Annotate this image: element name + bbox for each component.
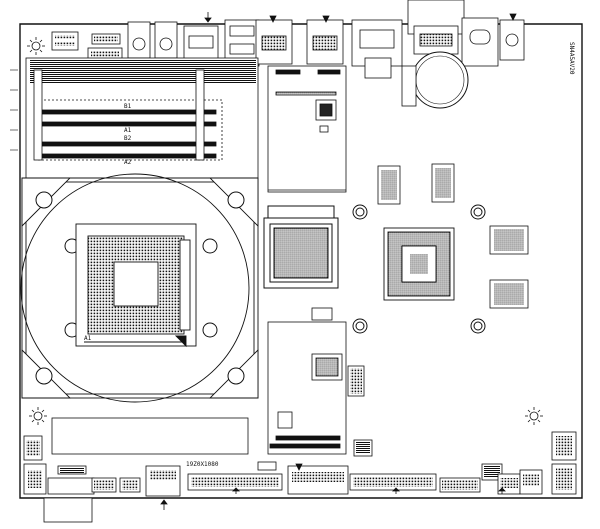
bga-chip	[383, 227, 455, 301]
mounting-hole	[35, 191, 53, 209]
chip-small	[401, 65, 417, 107]
mounting-hole	[202, 238, 218, 254]
usb-header-top	[51, 31, 79, 51]
mounting-hole	[227, 191, 245, 209]
socket-pin-label: A1	[84, 335, 92, 342]
standoff-group	[352, 204, 486, 334]
model-label: SN4A5AV20	[568, 42, 575, 75]
mounting-hole	[227, 367, 245, 385]
dimm-slot	[39, 153, 217, 159]
bottom-connector	[43, 497, 93, 523]
dimm-slot	[39, 121, 217, 127]
mini-pcie-upper	[267, 65, 347, 193]
mounting-hole-group	[35, 191, 245, 385]
cpu-socket	[75, 223, 197, 348]
pch-chip	[263, 205, 339, 289]
dimm-label: B2	[124, 135, 132, 142]
cmos-battery	[411, 51, 469, 109]
edge-ticks	[10, 69, 18, 151]
mounting-hole	[202, 322, 218, 338]
memory-chip-group	[377, 163, 529, 309]
dimm-label: A2	[124, 159, 132, 166]
mounting-hole	[35, 367, 53, 385]
dimm-slot	[39, 109, 217, 115]
arrow-icon	[160, 12, 517, 510]
dimm-label: A1	[124, 127, 132, 134]
rear-io-panel	[51, 0, 525, 79]
part-number-label: 19Z0X1080	[186, 461, 219, 468]
fan-header-icon	[27, 37, 45, 55]
dimm-slot	[39, 141, 217, 147]
fan-header-icon	[29, 407, 47, 425]
label-box	[51, 417, 249, 455]
dimm-slot-area	[25, 57, 259, 179]
fan-header-icon	[525, 407, 543, 425]
chip-small	[311, 307, 333, 321]
dimm-label: B1	[124, 103, 132, 110]
mini-pcie-lower	[267, 321, 347, 455]
pin-header	[23, 431, 577, 497]
pin-header	[347, 365, 373, 457]
